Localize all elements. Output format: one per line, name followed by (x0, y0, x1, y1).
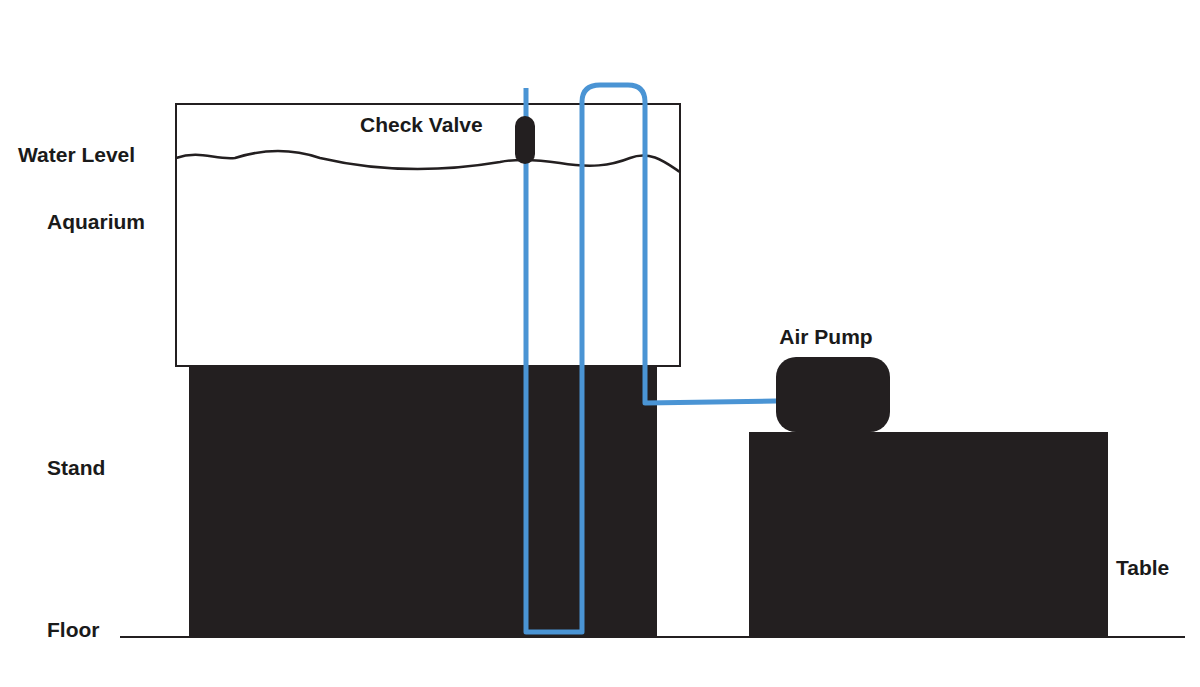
part-label: Floor (47, 618, 100, 641)
air-pump-shape (776, 357, 890, 432)
part-label: Air Pump (779, 325, 872, 348)
part-label: Check Valve (360, 113, 483, 136)
table-shape (749, 432, 1108, 637)
water-surface (176, 151, 680, 172)
part-label: Aquarium (47, 210, 145, 233)
check-valve-symbol (515, 116, 535, 164)
stand-shape (189, 366, 657, 637)
part-label: Water Level (18, 143, 135, 166)
aquarium-tank (176, 104, 680, 366)
floor-line (120, 636, 1185, 638)
part-label: Table (1116, 556, 1169, 579)
part-label: Stand (47, 456, 105, 479)
air-tubing (526, 85, 776, 632)
